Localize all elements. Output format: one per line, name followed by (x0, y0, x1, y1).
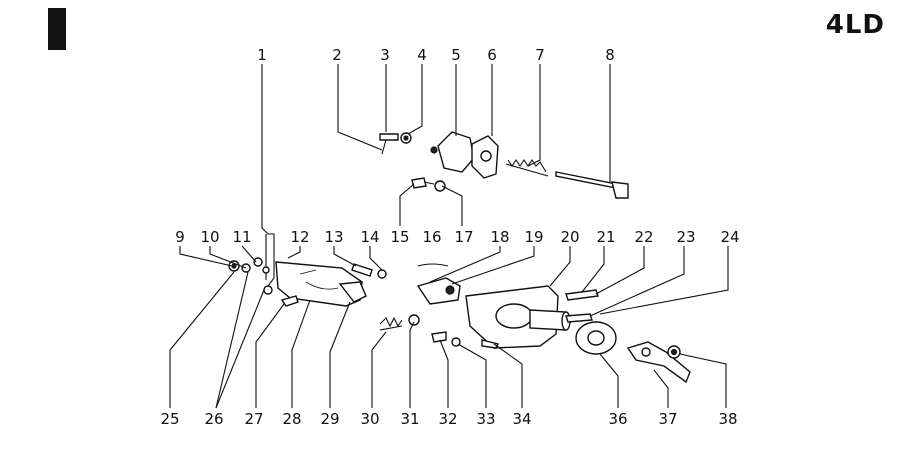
callout-9: 9 (175, 228, 185, 246)
callout-23: 23 (676, 228, 695, 246)
callout-27: 27 (244, 410, 263, 428)
part-1-rod (261, 64, 275, 287)
callout-5: 5 (451, 46, 461, 64)
callout-numbers: 1 2 3 4 5 6 7 8 9 10 11 12 13 14 15 16 1… (160, 46, 739, 428)
callout-12: 12 (290, 228, 309, 246)
leader-lines (169, 64, 729, 409)
callout-29: 29 (320, 410, 339, 428)
part-5-bracket (430, 131, 475, 173)
part-14-washer (377, 269, 387, 279)
callout-38: 38 (718, 410, 737, 428)
callout-7: 7 (535, 46, 545, 64)
part-21-screw (565, 289, 599, 301)
callout-25: 25 (160, 410, 179, 428)
callout-15: 15 (390, 228, 409, 246)
part-37-lever (626, 341, 691, 384)
callout-33: 33 (476, 410, 495, 428)
callout-30: 30 (360, 410, 379, 428)
callout-36: 36 (608, 410, 627, 428)
part-31-washer (408, 314, 420, 326)
section-marker-bar (48, 8, 66, 50)
callout-2: 2 (332, 46, 342, 64)
callout-11: 11 (232, 228, 251, 246)
callout-10: 10 (200, 228, 219, 246)
part-38-nut (667, 345, 681, 359)
callout-26: 26 (204, 410, 223, 428)
part-7-spring (505, 159, 549, 177)
part-28-lever-plate (275, 261, 363, 307)
callout-8: 8 (605, 46, 615, 64)
callout-14: 14 (360, 228, 379, 246)
callout-18: 18 (490, 228, 509, 246)
callout-34: 34 (512, 410, 531, 428)
callout-31: 31 (400, 410, 419, 428)
callout-3: 3 (380, 46, 390, 64)
callout-21: 21 (596, 228, 615, 246)
part-11-nut (253, 257, 273, 295)
part-13-pin (351, 263, 373, 277)
part-23-screw (565, 313, 593, 323)
part-8-pull-rod (555, 171, 629, 199)
callout-37: 37 (658, 410, 677, 428)
part-20-housing (465, 285, 571, 349)
callout-6: 6 (487, 46, 497, 64)
part-27-pin (280, 295, 299, 307)
part-29-lever (338, 281, 367, 303)
callout-1: 1 (257, 46, 267, 64)
callout-16: 16 (422, 228, 441, 246)
callout-20: 20 (560, 228, 579, 246)
callout-24: 24 (720, 228, 739, 246)
callout-4: 4 (417, 46, 427, 64)
part-36-flange (575, 321, 617, 355)
part-3-screw (379, 133, 399, 155)
part-34-pin (481, 339, 500, 349)
callout-22: 22 (634, 228, 653, 246)
callout-32: 32 (438, 410, 457, 428)
part-30-spring (379, 316, 403, 331)
model-label: 4LD (825, 10, 885, 40)
part-6-plate (471, 135, 499, 179)
part-19-lever (416, 277, 461, 305)
part-15-bolt (411, 177, 435, 189)
part-17-washer (434, 180, 446, 192)
part-32-bolt (431, 331, 447, 343)
callout-28: 28 (282, 410, 301, 428)
part-4-nut (400, 132, 412, 144)
part-16-shim (417, 263, 449, 267)
callout-13: 13 (324, 228, 343, 246)
callout-17: 17 (454, 228, 473, 246)
callout-19: 19 (524, 228, 543, 246)
